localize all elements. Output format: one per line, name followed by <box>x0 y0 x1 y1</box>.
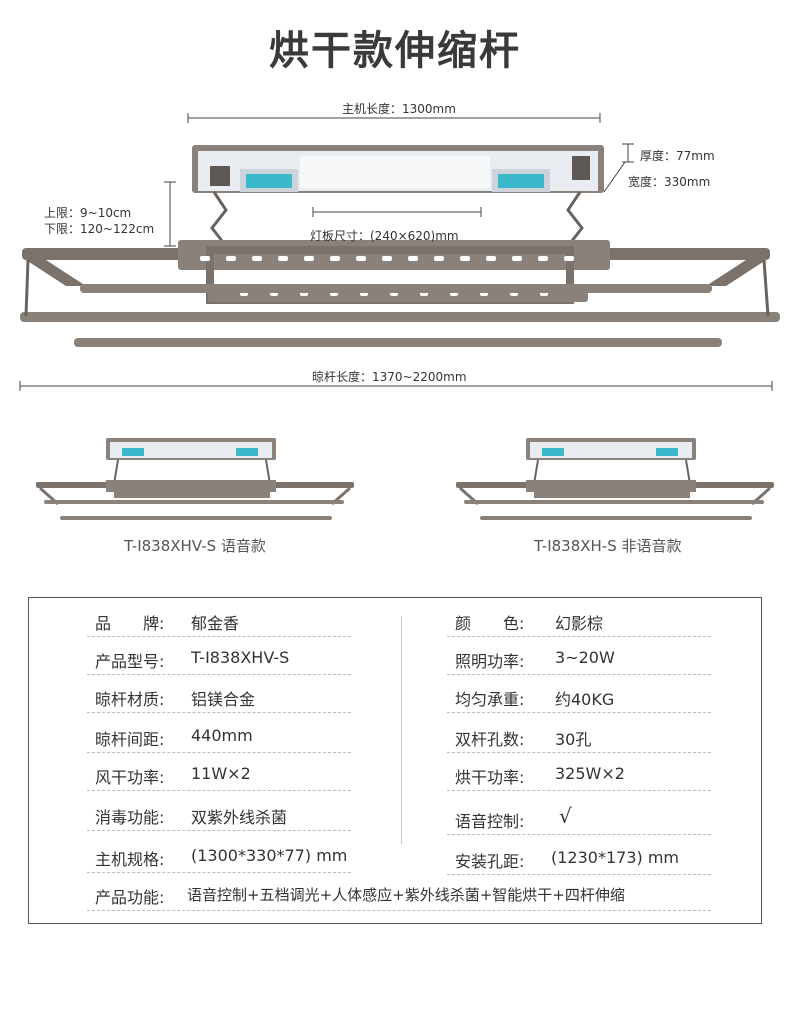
spec-row-load: 均匀承重: 约40KG <box>447 682 711 713</box>
spec-divider <box>401 616 402 844</box>
spec-label: 颜 色: <box>455 614 525 633</box>
spec-label: 品 牌: <box>95 614 165 633</box>
spec-value: 11W×2 <box>191 764 251 783</box>
spec-row-light-power: 照明功率: 3~20W <box>447 644 711 675</box>
scissor-arms <box>210 191 584 247</box>
spec-label: 消毒功能: <box>95 808 165 827</box>
limit-dimension <box>164 181 176 247</box>
spec-row-material: 晾杆材质: 铝镁合金 <box>87 682 351 713</box>
spec-row-model: 产品型号: T-I838XHV-S <box>87 644 351 675</box>
upper-limit-label: 上限：9~10cm <box>44 206 132 220</box>
spec-label: 语音控制: <box>455 812 525 831</box>
width-label: 宽度：330mm <box>628 175 711 189</box>
panel-size-dimension <box>312 207 482 217</box>
host-length-label: 主机长度：1300mm <box>342 102 456 116</box>
spec-value: 语音控制+五档调光+人体感应+紫外线杀菌+智能烘干+四杆伸缩 <box>187 886 625 904</box>
spec-value: 双紫外线杀菌 <box>191 808 288 827</box>
spec-value: 30孔 <box>555 730 592 749</box>
spec-value: 440mm <box>191 726 253 745</box>
spec-label: 照明功率: <box>455 652 525 671</box>
spec-label: 双杆孔数: <box>455 730 525 749</box>
spec-value: T-I838XHV-S <box>191 648 290 667</box>
spec-value: 幻影棕 <box>555 614 604 633</box>
spec-table: 品 牌: 郁金香 产品型号: T-I838XHV-S 晾杆材质: 铝镁合金 晾杆… <box>28 597 762 924</box>
spec-value: 约40KG <box>555 690 615 709</box>
spec-label: 烘干功率: <box>455 768 525 787</box>
main-product-diagram <box>19 113 780 391</box>
page-title: 烘干款伸缩杆 <box>269 28 521 74</box>
check-mark-icon: √ <box>559 804 572 828</box>
lower-limit-label: 下限：120~122cm <box>44 222 155 236</box>
uv-light-right-icon <box>498 174 544 188</box>
spec-row-sterilize: 消毒功能: 双紫外线杀菌 <box>87 800 351 831</box>
spec-value: (1300*330*77) mm <box>191 846 348 865</box>
host-length-dimension <box>187 113 601 123</box>
model-non-voice-image <box>456 438 774 520</box>
spec-label: 产品型号: <box>95 652 165 671</box>
rod-length-dimension <box>19 381 773 391</box>
spec-value: 郁金香 <box>191 614 240 633</box>
spec-value: 325W×2 <box>555 764 625 783</box>
spec-row-function: 产品功能: 语音控制+五档调光+人体感应+紫外线杀菌+智能烘干+四杆伸缩 <box>87 880 711 911</box>
spec-row-fan-power: 风干功率: 11W×2 <box>87 760 351 791</box>
spec-row-spacing: 晾杆间距: 440mm <box>87 722 351 753</box>
spec-value: 3~20W <box>555 648 615 667</box>
spec-row-mount: 安装孔距: (1230*173) mm <box>447 844 711 875</box>
spec-row-voice: 语音控制: √ <box>447 804 711 835</box>
spec-label: 晾杆材质: <box>95 690 165 709</box>
host-unit <box>192 145 604 193</box>
spec-value: 铝镁合金 <box>191 690 256 709</box>
model-voice-label: T-I838XHV-S 语音款 <box>124 537 266 555</box>
spec-label: 均匀承重: <box>455 690 525 709</box>
spec-label: 产品功能: <box>95 888 165 907</box>
spec-label: 安装孔距: <box>455 852 525 871</box>
spec-row-host-spec: 主机规格: (1300*330*77) mm <box>87 842 351 873</box>
model-non-voice-label: T-I838XH-S 非语音款 <box>534 537 682 555</box>
thickness-label: 厚度：77mm <box>640 149 715 163</box>
spec-row-dry-power: 烘干功率: 325W×2 <box>447 760 711 791</box>
spec-label: 风干功率: <box>95 768 165 787</box>
panel-size-label: 灯板尺寸：(240×620)mm <box>310 229 459 243</box>
spec-label: 晾杆间距: <box>95 730 165 749</box>
spec-row-holes: 双杆孔数: 30孔 <box>447 722 711 753</box>
spec-label: 主机规格: <box>95 850 165 869</box>
spec-row-brand: 品 牌: 郁金香 <box>87 606 351 637</box>
thickness-dimension <box>622 143 634 163</box>
width-dimension <box>603 161 626 193</box>
drying-rack <box>20 240 780 347</box>
model-voice-image <box>36 438 354 520</box>
spec-value: (1230*173) mm <box>551 848 679 867</box>
spec-row-color: 颜 色: 幻影棕 <box>447 606 711 637</box>
uv-light-left-icon <box>246 174 292 188</box>
rod-length-label: 晾杆长度：1370~2200mm <box>308 368 471 385</box>
